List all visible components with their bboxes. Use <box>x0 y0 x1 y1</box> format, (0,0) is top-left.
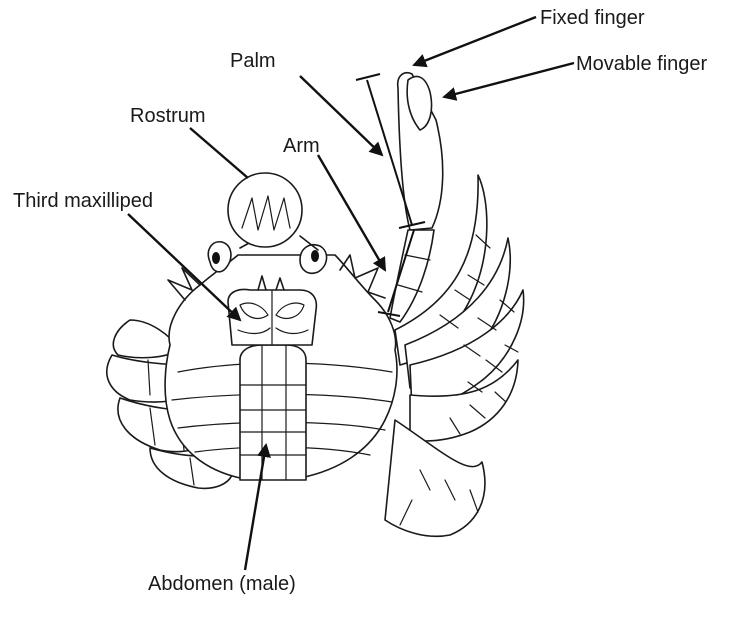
arm-arrow <box>318 155 385 270</box>
rostrum-leader <box>190 128 248 178</box>
eye-right <box>300 245 327 273</box>
label-arm: Arm <box>283 135 320 157</box>
label-palm: Palm <box>230 50 276 72</box>
label-abdomen: Abdomen (male) <box>148 573 296 595</box>
label-third-maxilliped: Third maxilliped <box>13 190 153 212</box>
label-movable-finger: Movable finger <box>576 53 708 75</box>
rostrum-drawing <box>228 173 318 250</box>
fixed-finger-arrow <box>414 17 536 65</box>
label-rostrum: Rostrum <box>130 105 206 127</box>
abdomen-drawing <box>240 345 306 480</box>
movable-finger-arrow <box>444 63 574 97</box>
walking-legs-right <box>385 175 524 536</box>
label-fixed-finger: Fixed finger <box>540 7 645 29</box>
cheliped <box>390 73 443 322</box>
